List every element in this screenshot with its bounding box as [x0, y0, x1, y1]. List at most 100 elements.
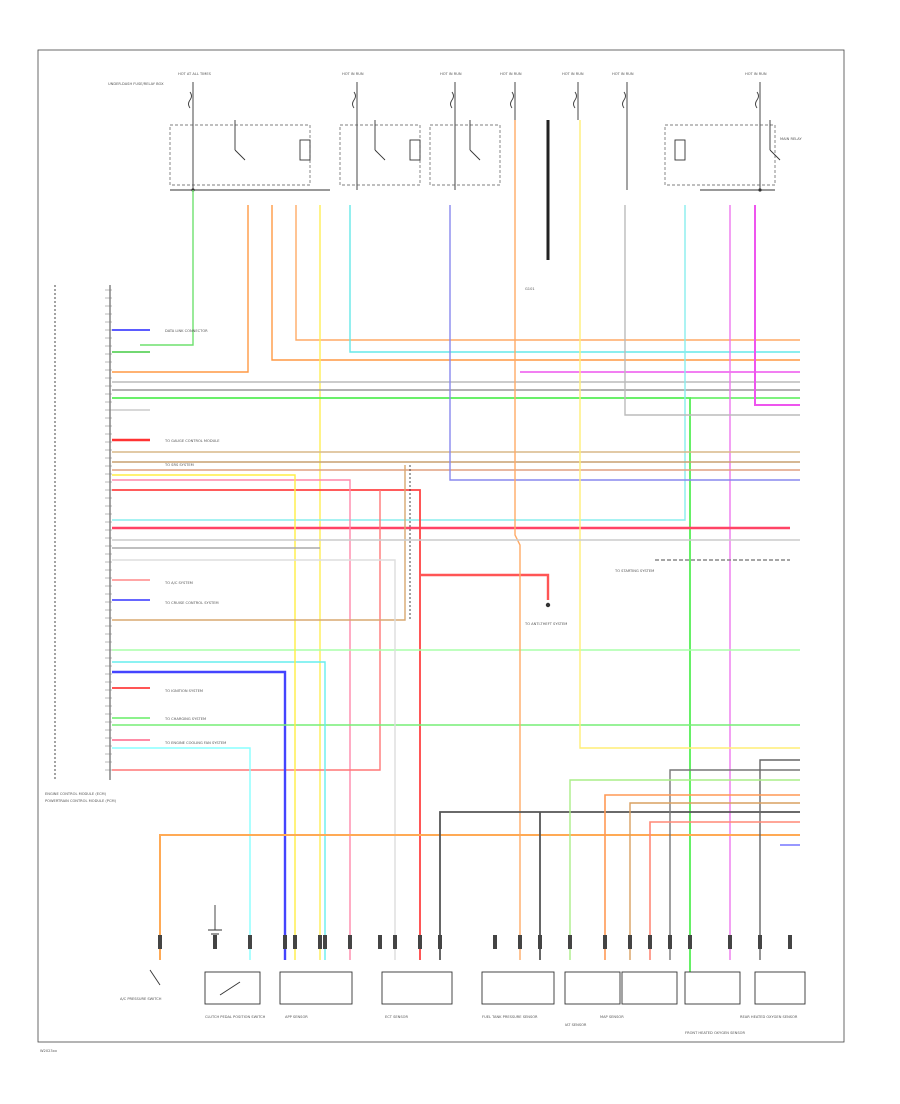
connector-stub: [393, 935, 397, 949]
relay-boxes: [169, 124, 776, 186]
connector-stub: [788, 935, 792, 949]
wire-tan-4: [112, 465, 406, 621]
note-3: TO A/C SYSTEM: [164, 581, 193, 585]
component-box-3: [381, 971, 453, 1005]
wire-yellow-2: [112, 474, 296, 960]
wire-orange-3: [295, 205, 800, 341]
mid-splices: [409, 465, 551, 620]
wire-gray-3: [669, 769, 800, 960]
junction-box-label: UNDER-DASH FUSE/RELAY BOX: [108, 82, 164, 86]
connector-stub: [603, 935, 607, 949]
component-label-4: FUEL TANK PRESSURE SENSOR: [482, 1015, 538, 1019]
wire-pink-1: [112, 479, 351, 960]
connector-stub: [348, 935, 352, 949]
wire-orange-2: [271, 205, 800, 361]
ecm-label: ENGINE CONTROL MODULE (ECM): [45, 792, 107, 796]
wire-orange-5: [159, 834, 800, 960]
wire-blue-2: [112, 670, 287, 960]
ecm-connector: ENGINE CONTROL MODULE (ECM) POWERTRAIN C…: [45, 285, 117, 803]
system-notes: DATA LINK CONNECTOR TO GAUGE CONTROL MOD…: [164, 329, 654, 745]
note-2: TO SRS SYSTEM: [164, 463, 194, 467]
note-4: TO CRUISE CONTROL SYSTEM: [164, 601, 219, 605]
wire-orange-1: [112, 205, 249, 373]
wire-cyan-2: [112, 205, 686, 521]
component-label-0: A/C PRESSURE SWITCH: [120, 997, 162, 1001]
wire-red-4: [420, 573, 550, 600]
wire-gray-9: [624, 205, 800, 416]
footer-code: W2023xx: [40, 1049, 58, 1053]
connector-stub: [283, 935, 287, 949]
wire-tan-5: [112, 559, 396, 960]
fuse-label-6: HOT IN RUN: [612, 72, 634, 76]
component-label-8: REAR HEATED OXYGEN SENSOR: [740, 1015, 798, 1019]
connector-stub: [728, 935, 732, 949]
note-0: DATA LINK CONNECTOR: [165, 329, 208, 333]
connector-stub: [158, 935, 162, 949]
fuse-drops: [192, 82, 761, 190]
fuse-label-3: HOT IN RUN: [440, 72, 462, 76]
connector-stub: [758, 935, 762, 949]
pcm-label: POWERTRAIN CONTROL MODULE (PCM): [45, 799, 117, 803]
connector-stubs: [158, 935, 792, 949]
component-label-1: CLUTCH PEDAL POSITION SWITCH: [205, 1015, 266, 1019]
wire-cyan-3: [112, 661, 326, 960]
connector-stub: [628, 935, 632, 949]
connector-stub: [438, 935, 442, 949]
wire-tan-6: [629, 802, 800, 960]
connector-stub: [568, 935, 572, 949]
bottom-components: A/C PRESSURE SWITCH CLUTCH PEDAL POSITIO…: [120, 905, 806, 1035]
wire-magenta-3: [754, 205, 800, 406]
wire-harness: [112, 120, 800, 990]
fuse-label-2: HOT IN RUN: [342, 72, 364, 76]
connector-stub: [688, 935, 692, 949]
fuse-label-1: HOT AT ALL TIMES: [178, 72, 212, 76]
component-label-6: MAP SENSOR: [600, 1015, 624, 1019]
connector-stub: [323, 935, 327, 949]
fuse-section: HOT AT ALL TIMES HOT IN RUN HOT IN RUN H…: [108, 72, 802, 291]
wire-salmon-1: [649, 821, 800, 960]
wire-green-5: [569, 779, 800, 960]
connector-stub: [418, 935, 422, 949]
fuse-label-5: HOT IN RUN: [562, 72, 584, 76]
note-8: TO ANTI-THEFT SYSTEM: [524, 622, 567, 626]
component-box-5: [564, 971, 621, 1005]
component-label-7: FRONT HEATED OXYGEN SENSOR: [685, 1031, 745, 1035]
wire-red-3: [112, 489, 421, 960]
wire-dgray-1: [439, 811, 800, 960]
connector-stub: [648, 935, 652, 949]
component-box-4: [481, 971, 555, 1005]
ground-label: G101: [525, 287, 535, 291]
note-1: TO GAUGE CONTROL MODULE: [164, 439, 220, 443]
note-5: TO IGNITION SYSTEM: [164, 689, 203, 693]
wire-yellow-3: [579, 120, 800, 749]
component-box-2: [279, 971, 353, 1005]
component-label-3: ECT SENSOR: [385, 1015, 408, 1019]
wire-cyan-4: [112, 747, 251, 960]
connector-stub: [248, 935, 252, 949]
wire-orange-6: [604, 794, 800, 960]
connector-stub: [213, 935, 217, 949]
note-6: TO CHARGING SYSTEM: [164, 717, 206, 721]
connector-stub: [293, 935, 297, 949]
component-box-7: [684, 971, 741, 1005]
component-label-5: IAT SENSOR: [565, 1023, 587, 1027]
connector-stub: [378, 935, 382, 949]
connector-stub: [518, 935, 522, 949]
wire-green-3: [112, 397, 691, 990]
fuse-label-7: HOT IN RUN: [745, 72, 767, 76]
wire-green-1: [140, 190, 194, 346]
component-box-8: [754, 971, 806, 1005]
component-label-2: APP SENSOR: [285, 1015, 308, 1019]
diagram-frame: [37, 49, 845, 1043]
connector-stub: [493, 935, 497, 949]
wire-cyan-1: [349, 205, 800, 353]
connector-stub: [318, 935, 322, 949]
note-7: TO ENGINE COOLING FAN SYSTEM: [164, 741, 226, 745]
note-9: TO STARTING SYSTEM: [614, 569, 654, 573]
main-relay-label: MAIN RELAY: [780, 137, 802, 141]
fuse-label-4: HOT IN RUN: [500, 72, 522, 76]
wire-pink-2: [112, 490, 381, 771]
wire-gray-4: [759, 759, 800, 960]
